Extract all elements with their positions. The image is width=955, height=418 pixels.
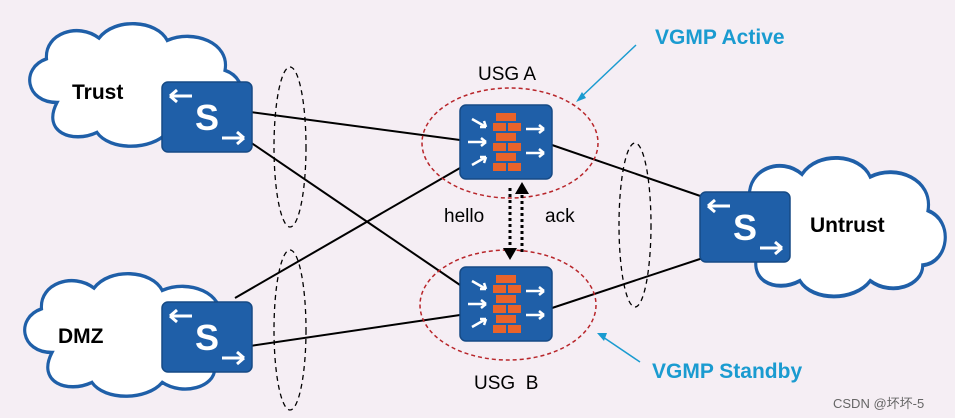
dmz-label: DMZ <box>58 325 104 348</box>
untrust-switch <box>698 190 792 264</box>
usgb-firewall <box>458 265 554 343</box>
switch-icon <box>698 190 792 264</box>
link-group-ellipse <box>273 66 307 228</box>
usgb-highlight <box>419 249 597 361</box>
link-trust-usgb <box>249 141 461 286</box>
trust-label: Trust <box>72 81 123 104</box>
link-dmz-usga <box>234 167 461 299</box>
firewall-icon <box>458 265 554 343</box>
link-usgb-untrust <box>551 254 713 309</box>
watermark: CSDN @坏坏-5 <box>833 396 924 411</box>
vgmp-active-label: VGMP Active <box>655 26 785 49</box>
ack-label: ack <box>545 206 575 227</box>
usgb-label: USG B <box>474 373 538 394</box>
dmz-switch <box>160 300 254 374</box>
link-trust-usga <box>249 111 461 141</box>
standby-pointer <box>599 334 641 363</box>
usga-firewall <box>458 103 554 181</box>
link-usga-untrust <box>551 144 713 201</box>
usga-label: USG A <box>478 64 536 85</box>
hello-label: hello <box>444 206 484 227</box>
links <box>234 111 713 347</box>
switch-icon <box>160 300 254 374</box>
ack-arrowhead <box>515 182 529 194</box>
trust-switch <box>160 80 254 154</box>
link-group-ellipse <box>273 249 307 411</box>
link-dmz-usgb <box>249 314 461 347</box>
link-group-ellipse <box>618 142 652 308</box>
firewall-icon <box>458 103 554 181</box>
vgmp-standby-label: VGMP Standby <box>652 360 802 383</box>
active-pointer <box>577 44 637 101</box>
usga-highlight <box>421 87 599 199</box>
untrust-label: Untrust <box>810 214 885 237</box>
hello-arrowhead <box>503 248 517 260</box>
switch-icon <box>160 80 254 154</box>
